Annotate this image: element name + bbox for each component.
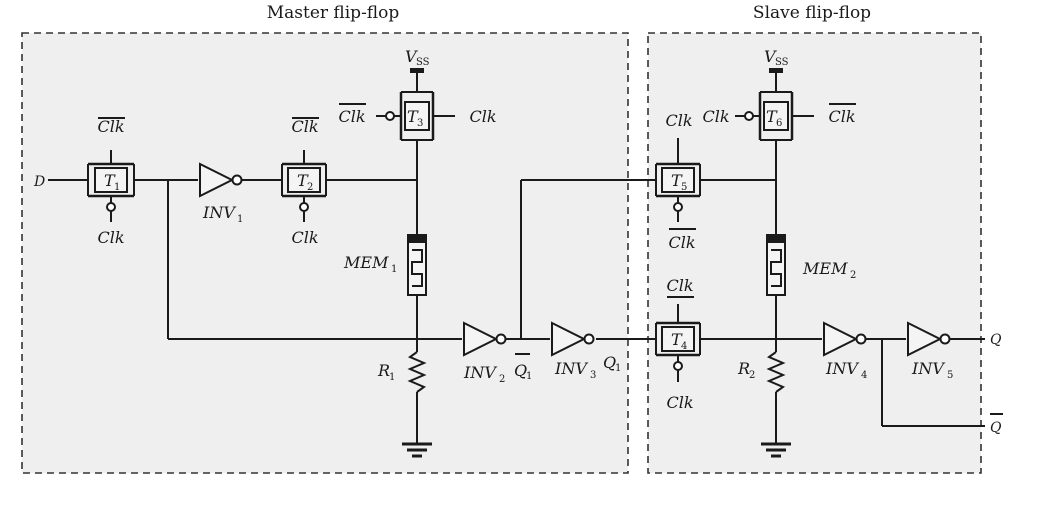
svg-text:Clk: Clk: [97, 117, 124, 136]
resistor-r1: R 1: [377, 351, 427, 393]
master-panel: [21, 32, 629, 474]
vss-master: V SS: [405, 47, 430, 68]
svg-text:INV: INV: [911, 359, 945, 378]
svg-text:T: T: [671, 330, 683, 349]
svg-text:MEM: MEM: [802, 259, 848, 278]
svg-text:1: 1: [389, 372, 395, 383]
svg-text:T: T: [671, 171, 683, 190]
svg-text:2: 2: [499, 374, 505, 385]
svg-text:4: 4: [861, 370, 867, 381]
memristor-mem1: MEM 1: [343, 234, 427, 296]
node-q1-bar: Q 1: [514, 353, 532, 382]
master-title: Master flip-flop: [267, 3, 400, 23]
svg-text:3: 3: [417, 118, 423, 129]
svg-text:Clk: Clk: [469, 107, 496, 126]
svg-text:T: T: [766, 107, 778, 126]
svg-text:MEM: MEM: [343, 253, 389, 272]
node-q1: Q 1: [603, 353, 621, 374]
svg-text:4: 4: [681, 341, 687, 352]
resistor-r2: R 2: [737, 351, 786, 393]
svg-text:R: R: [377, 361, 390, 380]
svg-text:6: 6: [776, 118, 782, 129]
master-wires: [48, 72, 656, 444]
svg-text:Q: Q: [990, 420, 1002, 436]
svg-text:1: 1: [237, 214, 243, 225]
svg-text:1: 1: [615, 363, 621, 374]
svg-text:2: 2: [749, 370, 755, 381]
svg-text:Q: Q: [514, 361, 527, 380]
svg-text:Clk: Clk: [668, 233, 695, 252]
svg-text:V: V: [405, 47, 418, 66]
svg-text:1: 1: [526, 371, 532, 382]
svg-text:INV: INV: [202, 203, 236, 222]
svg-text:1: 1: [114, 182, 120, 193]
slave-title: Slave flip-flop: [753, 3, 871, 23]
transistor-t1: T 1 Clk Clk: [87, 117, 135, 247]
transistor-t5: T 5 Clk Clk: [655, 111, 701, 252]
vss-slave: V SS: [764, 47, 789, 68]
svg-text:Q: Q: [603, 353, 616, 372]
slave-panel: [647, 32, 982, 474]
svg-text:INV: INV: [463, 363, 497, 382]
transistor-t2: T 2 Clk Clk: [281, 117, 327, 247]
svg-text:Clk: Clk: [665, 111, 692, 130]
svg-text:Clk: Clk: [291, 117, 318, 136]
svg-text:5: 5: [681, 182, 687, 193]
transistor-t6: T 6 Clk Clk: [702, 91, 856, 141]
svg-text:SS: SS: [416, 57, 430, 68]
svg-text:1: 1: [391, 264, 397, 275]
svg-text:SS: SS: [775, 57, 789, 68]
svg-text:2: 2: [307, 182, 313, 193]
svg-text:T: T: [407, 107, 419, 126]
svg-text:2: 2: [850, 270, 856, 281]
svg-text:Clk: Clk: [338, 107, 365, 126]
svg-text:INV: INV: [825, 359, 859, 378]
svg-text:INV: INV: [554, 359, 588, 378]
svg-text:Clk: Clk: [666, 393, 693, 412]
svg-text:T: T: [297, 171, 309, 190]
svg-text:Clk: Clk: [97, 228, 124, 247]
inverter-inv4: INV 4: [823, 321, 867, 381]
svg-text:3: 3: [590, 370, 596, 381]
svg-text:Clk: Clk: [828, 107, 855, 126]
input-d: D: [33, 174, 45, 190]
svg-text:V: V: [764, 47, 777, 66]
inverter-inv5: INV 5: [907, 321, 953, 381]
svg-text:Clk: Clk: [666, 276, 693, 295]
svg-text:T: T: [104, 171, 116, 190]
inverter-inv2: INV 2: [463, 321, 507, 385]
svg-text:Clk: Clk: [702, 107, 729, 126]
transistor-t3: T 3 Clk Clk: [338, 91, 497, 141]
slave-wires: [700, 72, 985, 444]
output-q-bar: Q: [990, 413, 1003, 436]
inverter-inv1: INV 1: [199, 162, 243, 225]
svg-text:5: 5: [947, 370, 953, 381]
svg-text:Clk: Clk: [291, 228, 318, 247]
memristor-mem2: MEM 2: [766, 234, 856, 296]
inverter-inv3: INV 3: [551, 321, 596, 381]
svg-text:R: R: [737, 359, 750, 378]
transistor-t4: T 4 Clk Clk: [655, 276, 701, 412]
output-q: Q: [990, 332, 1002, 348]
